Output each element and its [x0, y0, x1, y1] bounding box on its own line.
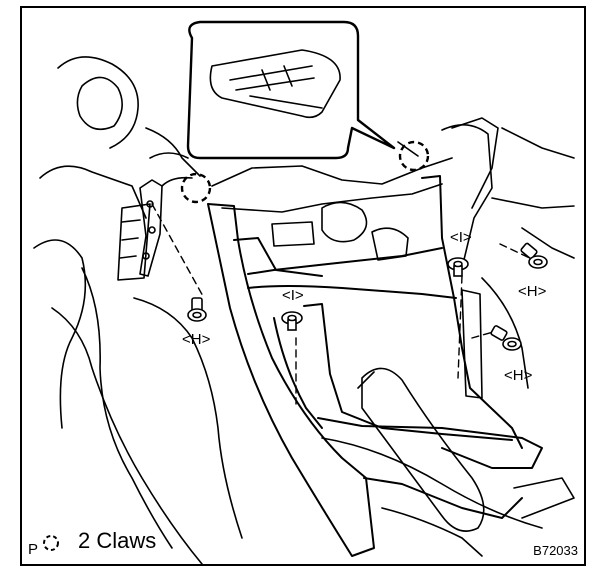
- claw-detail-inset: [186, 20, 396, 160]
- bolt-h-left-icon: [187, 297, 207, 322]
- console-body: [207, 175, 543, 557]
- legend-prefix: P: [28, 541, 39, 558]
- dashboard-lower-area: [33, 56, 243, 564]
- shift-lever-area: [321, 367, 543, 557]
- label-i-right: <I>: [450, 229, 472, 246]
- figure-code: B72033: [533, 543, 578, 558]
- diagram-frame: <H> <I> <I> <H> <H> P 2 Claws B72033: [20, 6, 586, 566]
- fasteners: [187, 242, 548, 351]
- clip-i-right-icon: [447, 257, 469, 277]
- claw-legend-icon: [43, 535, 60, 551]
- claw-lead-line-right: [397, 141, 419, 157]
- clip-i-center-icon: [281, 311, 303, 331]
- legend-text: 2 Claws: [78, 528, 157, 553]
- right-bracket: [451, 117, 575, 519]
- bolt-h-right-bottom-icon: [490, 325, 522, 351]
- legend: P 2 Claws: [28, 528, 157, 558]
- label-h-right-bottom: <H>: [504, 367, 533, 384]
- left-mounting-bracket: [139, 179, 163, 277]
- installation-guides: [151, 203, 535, 405]
- label-h-left: <H>: [182, 331, 211, 348]
- claw-lead-line-left: [161, 176, 193, 187]
- bolt-h-right-top-icon: [520, 242, 548, 269]
- label-i-center: <I>: [282, 287, 304, 304]
- label-h-right-top: <H>: [518, 283, 547, 300]
- claw-marker-right: [398, 140, 430, 172]
- claw-marker-left: [180, 172, 212, 204]
- assembly-illustration: [33, 20, 575, 564]
